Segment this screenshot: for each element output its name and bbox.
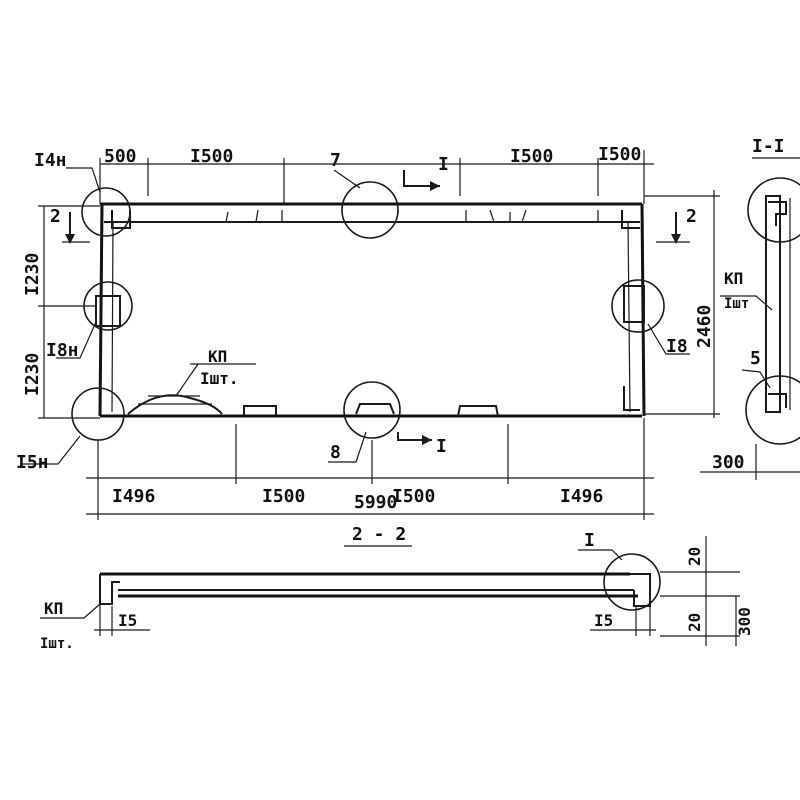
dim-500: 500 — [104, 146, 137, 167]
leader-8 — [328, 431, 367, 463]
dim-right-2460: 2460 — [694, 305, 715, 348]
dim-left-1230-top: I230 — [22, 253, 43, 296]
mark-15n: I5н — [16, 452, 49, 473]
right-bottom-lug — [623, 386, 640, 411]
dim-bottom-1496-b: I496 — [560, 486, 603, 507]
section-cut-marker-top — [403, 170, 440, 187]
section-2-2-mark-i: I — [584, 530, 595, 551]
section-1-1-mark-5: 5 — [750, 348, 761, 369]
section-2-2-dim-20-top: 20 — [685, 547, 704, 566]
callout-circle-15 — [71, 387, 125, 441]
section-1-1-kp-qty: Iшт — [724, 296, 749, 312]
mark-2-left: 2 — [50, 206, 61, 227]
dim-bottom-1496-a: I496 — [112, 486, 155, 507]
mark-8: 8 — [330, 442, 341, 463]
mark-18n: I8н — [46, 340, 79, 361]
leader-section-1-kp — [720, 295, 773, 311]
mark-7: 7 — [330, 150, 341, 171]
section-2-2-title: 2 - 2 — [352, 524, 406, 545]
panel-left-inner — [111, 221, 114, 413]
callout-circle-8 — [343, 381, 401, 439]
dim-bottom-1500-a: I500 — [262, 486, 305, 507]
section-2-2-left-end — [99, 574, 120, 605]
section-2-2-right-end — [630, 573, 651, 607]
dim-overall-5990: 5990 — [354, 492, 397, 513]
mark-section-1-bottom: I — [436, 436, 447, 457]
callout-circle-7 — [341, 181, 399, 239]
dim-top-1500-c: I500 — [598, 144, 641, 165]
dim-left-1230-bottom: I230 — [22, 353, 43, 396]
section-2-2-dim-15-right: I5 — [594, 611, 613, 630]
section-1-1-kp: КП — [724, 269, 743, 288]
section-1-1-top-detail — [768, 201, 787, 226]
section-1-1-circle-bottom — [745, 375, 800, 445]
right-dimension — [644, 190, 720, 418]
panel-left-edge — [98, 203, 104, 417]
bottom-dimension-chain — [86, 418, 654, 520]
mark-14n: I4н — [34, 150, 67, 171]
section-2-2-callout-circle — [603, 553, 661, 611]
top-dimension-chain — [99, 150, 654, 204]
leader-7 — [333, 169, 361, 189]
top-rib-ticks — [225, 209, 599, 223]
section-2-2-dim-15-left: I5 — [118, 611, 137, 630]
section-1-1-bottom-detail — [768, 393, 787, 408]
leader-section-1-5 — [741, 369, 771, 389]
mark-18: I8 — [666, 336, 688, 357]
section-1-1-circle-top — [747, 177, 800, 243]
section-2-2-kp-qty: Iшт. — [40, 636, 74, 652]
left-dimension-chain — [38, 205, 100, 419]
right-side-lug — [623, 285, 645, 323]
leader-kp — [175, 363, 199, 397]
section-2-2-dim-300: 300 — [735, 607, 754, 636]
leader-15 — [20, 435, 81, 465]
leader-18-left — [56, 321, 97, 359]
mark-section-1-top: I — [438, 154, 449, 175]
section-1-1-width: 300 — [712, 452, 745, 473]
plan-view: 500 I500 I500 I500 I496 I500 I500 I496 5… — [16, 144, 720, 520]
callout-circle-14 — [81, 187, 131, 237]
dim-top-1500-b: I500 — [510, 146, 553, 167]
label-kp-qty: Iшт. — [200, 369, 239, 388]
panel-right-inner — [627, 221, 631, 413]
top-left-corner-detail — [111, 210, 131, 229]
section-2-2-kp: КП — [44, 599, 63, 618]
section-1-1-body — [765, 195, 781, 413]
section-cut-marker-bottom — [397, 432, 432, 441]
section-1-1: I-I КП Iшт 5 300 — [700, 136, 800, 480]
section-1-1-title: I-I — [752, 136, 785, 157]
leader-18-right — [647, 323, 690, 355]
section-2-2: 2 - 2 I 20 20 300 I5 I5 КП Iшт. — [40, 524, 754, 652]
dim-bottom-1500-b: I500 — [392, 486, 435, 507]
top-right-corner-detail — [621, 210, 640, 229]
leader-14 — [66, 167, 101, 193]
section-2-2-dim-20-bottom: 20 — [685, 613, 704, 632]
leader-section-2-mark-i — [578, 549, 623, 561]
callout-circle-18-right — [611, 279, 665, 333]
leader-section-2-kp — [40, 603, 101, 619]
bottom-lifting-loops — [127, 394, 499, 417]
label-kp: КП — [208, 347, 227, 366]
mark-2-right: 2 — [686, 206, 697, 227]
dim-top-1500-a: I500 — [190, 146, 233, 167]
